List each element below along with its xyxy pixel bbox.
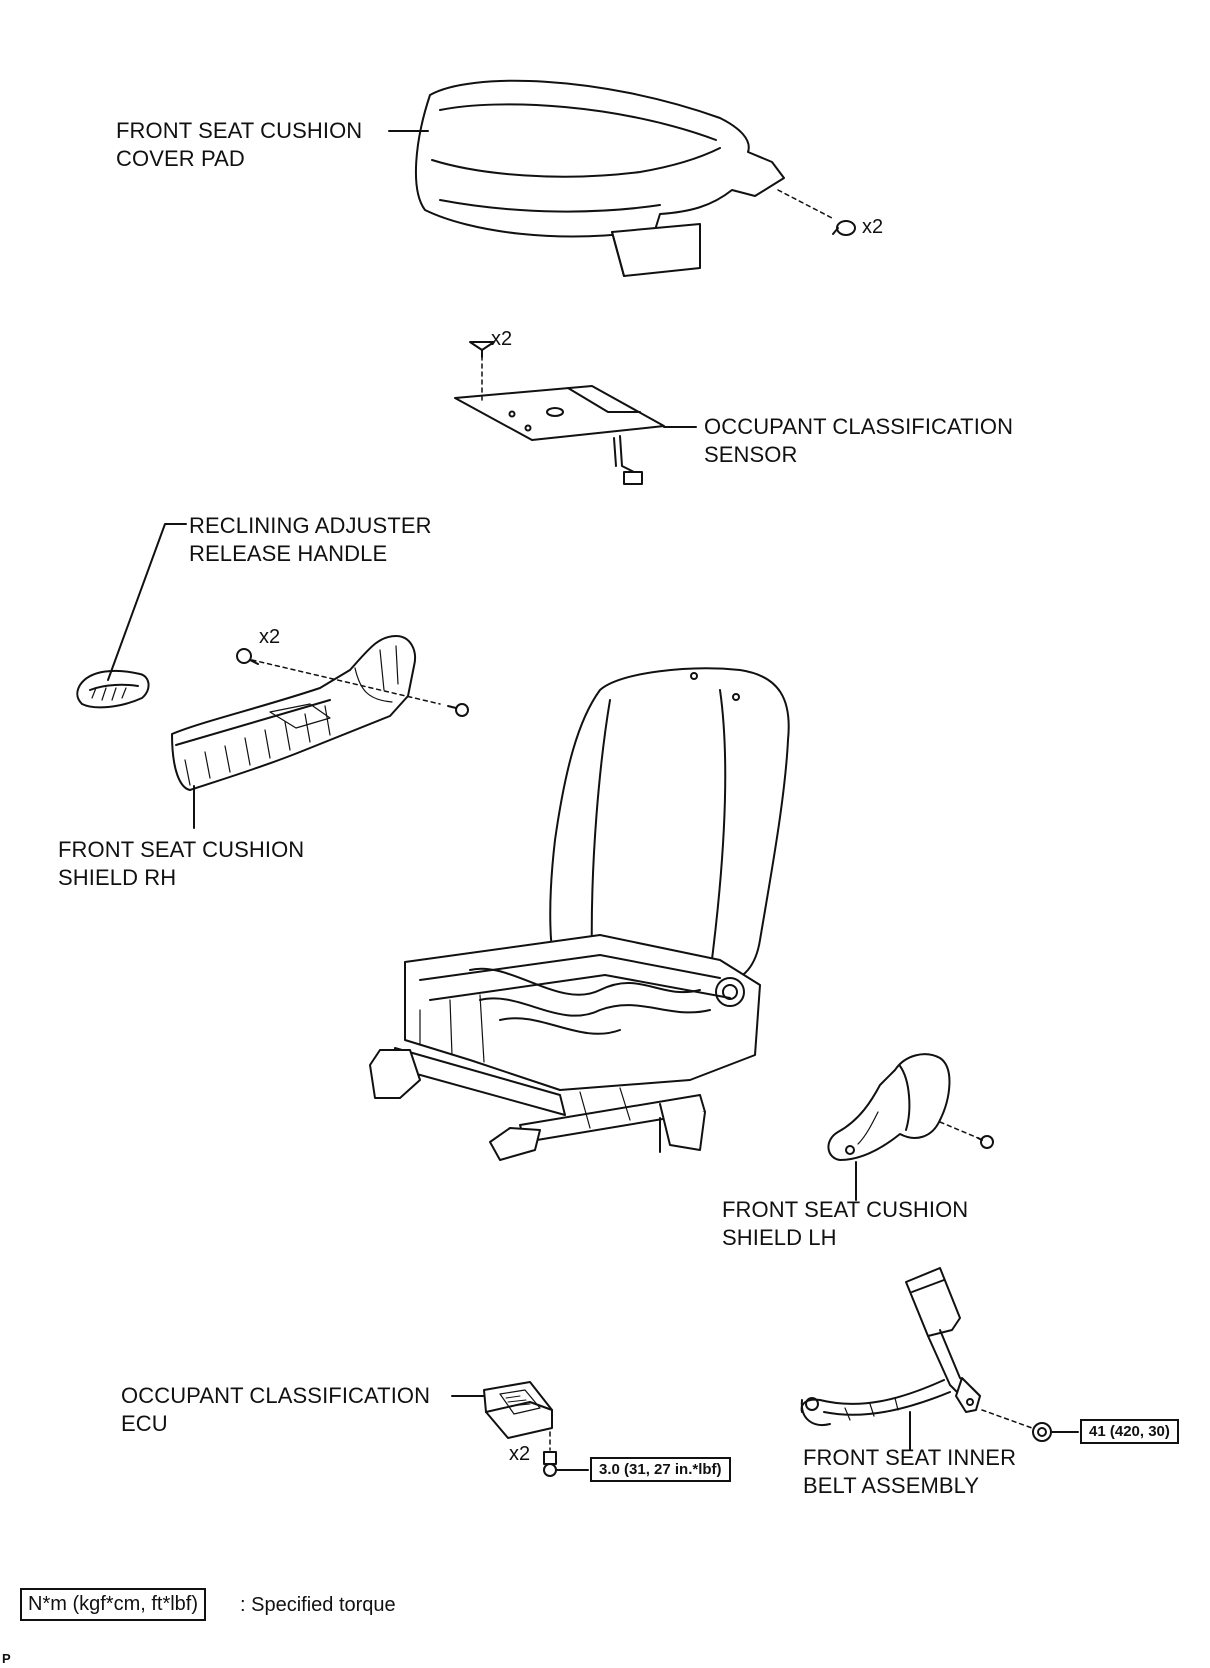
shield-rh-screw-b <box>447 703 469 717</box>
classification-ecu-label: OCCUPANT CLASSIFICATION ECU <box>121 1383 431 1436</box>
cover-pad-qty: x2 <box>862 216 884 238</box>
classification-sensor-label: OCCUPANT CLASSIFICATION SENSOR <box>704 414 1014 467</box>
shield-lh-screw <box>977 1135 994 1149</box>
inner-belt-dash <box>981 1409 1033 1429</box>
torque-legend-text: : Specified torque <box>240 1594 396 1616</box>
shield-rh-label: FRONT SEAT CUSHION SHIELD RH <box>58 837 305 890</box>
shield-rh-qty: x2 <box>259 626 281 648</box>
sensor-qty: x2 <box>491 328 513 350</box>
footer-code: P <box>2 1651 11 1666</box>
shield-lh-dash <box>939 1121 979 1139</box>
cover-pad-clip-dash <box>777 189 833 219</box>
release-handle-drawing <box>76 669 150 709</box>
ecu-bolt <box>543 1451 557 1477</box>
cushion-cover-pad-drawing <box>414 79 785 277</box>
seat-assembly-drawing <box>369 667 790 1161</box>
release-handle-label: RECLINING ADJUSTER RELEASE HANDLE <box>189 513 432 566</box>
inner-belt-label: FRONT SEAT INNER BELT ASSEMBLY <box>803 1445 1017 1498</box>
torque-legend-box: N*m (kgf*cm, ft*lbf) <box>20 1588 207 1621</box>
inner-belt-bolt <box>1032 1422 1052 1442</box>
shield-rh-dash <box>251 659 441 705</box>
ecu-torque-box: 3.0 (31, 27 in.*lbf) <box>590 1457 731 1482</box>
sensor-clip <box>469 341 495 358</box>
release-handle-leader <box>107 523 187 681</box>
ecu-bolt-qty: x2 <box>509 1443 531 1465</box>
cover-pad-clip <box>832 220 856 236</box>
shield-rh-drawing <box>171 635 416 791</box>
inner-belt-drawing <box>800 1267 981 1426</box>
shield-rh-screw-a <box>236 648 259 665</box>
shield-lh-drawing <box>827 1053 951 1161</box>
classification-sensor-drawing <box>454 385 665 485</box>
shield-lh-label: FRONT SEAT CUSHION SHIELD LH <box>722 1197 969 1250</box>
cover-pad-label: FRONT SEAT CUSHION COVER PAD <box>116 118 363 171</box>
classification-ecu-drawing <box>483 1381 553 1439</box>
inner-belt-torque-box: 41 (420, 30) <box>1080 1419 1179 1444</box>
